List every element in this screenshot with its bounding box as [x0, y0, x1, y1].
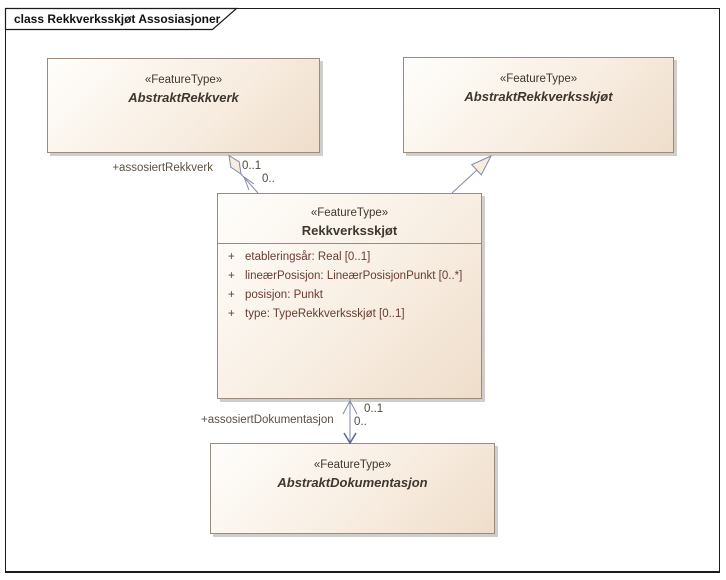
visibility-marker: + [228, 270, 235, 282]
class-name: Rekkverksskjøt [301, 222, 398, 238]
class-header: «FeatureType» AbstraktDokumentasjon [211, 444, 494, 493]
multiplicity-label: 0.. [262, 173, 275, 185]
visibility-marker: + [228, 308, 235, 320]
visibility-marker: + [228, 251, 235, 263]
diagram-title: class Rekkverksskjøt Assosiasjoner [14, 12, 221, 26]
class-header: «FeatureType» Rekkverksskjøt [218, 194, 481, 244]
attribute-row: + type: TypeRekkverksskjøt [0..1] [218, 308, 481, 327]
attribute-text: etableringsår: Real [0..1] [245, 251, 371, 263]
role-label-assosiert-dokumentasjon: +assosiertDokumentasjon [201, 414, 334, 426]
multiplicity-label: 0..1 [364, 403, 384, 415]
stereotype-label: «FeatureType» [499, 73, 578, 85]
class-name: AbstraktRekkverksskjøt [464, 88, 613, 104]
class-name: AbstraktDokumentasjon [277, 474, 428, 490]
stereotype-label: «FeatureType» [310, 207, 389, 219]
class-box-abstrakt-rekkverk[interactable]: «FeatureType» AbstraktRekkverk [47, 58, 320, 153]
class-header: «FeatureType» AbstraktRekkverk [48, 59, 319, 108]
class-box-rekkverksskjot[interactable]: «FeatureType» Rekkverksskjøt + etablerin… [217, 193, 482, 399]
attribute-text: lineærPosisjon: LineærPosisjonPunkt [0..… [245, 270, 463, 282]
class-name: AbstraktRekkverk [128, 89, 239, 105]
multiplicity-label: 0.. [354, 416, 367, 428]
class-box-abstrakt-rekkverksskjot[interactable]: «FeatureType» AbstraktRekkverksskjøt [403, 57, 674, 153]
stereotype-label: «FeatureType» [313, 459, 392, 471]
visibility-marker: + [228, 289, 235, 301]
attribute-text: type: TypeRekkverksskjøt [0..1] [245, 308, 405, 320]
attribute-row: + lineærPosisjon: LineærPosisjonPunkt [0… [218, 270, 481, 289]
class-box-abstrakt-dokumentasjon[interactable]: «FeatureType» AbstraktDokumentasjon [210, 443, 495, 534]
attribute-row: + posisjon: Punkt [218, 289, 481, 308]
class-header: «FeatureType» AbstraktRekkverksskjøt [404, 58, 673, 107]
attribute-compartment: + etableringsår: Real [0..1] + lineærPos… [218, 244, 481, 327]
stereotype-label: «FeatureType» [144, 74, 223, 86]
multiplicity-label: 0..1 [242, 160, 262, 172]
attribute-text: posisjon: Punkt [245, 289, 323, 301]
role-label-assosiert-rekkverk: +assosiertRekkverk [112, 162, 213, 174]
attribute-row: + etableringsår: Real [0..1] [218, 251, 481, 270]
